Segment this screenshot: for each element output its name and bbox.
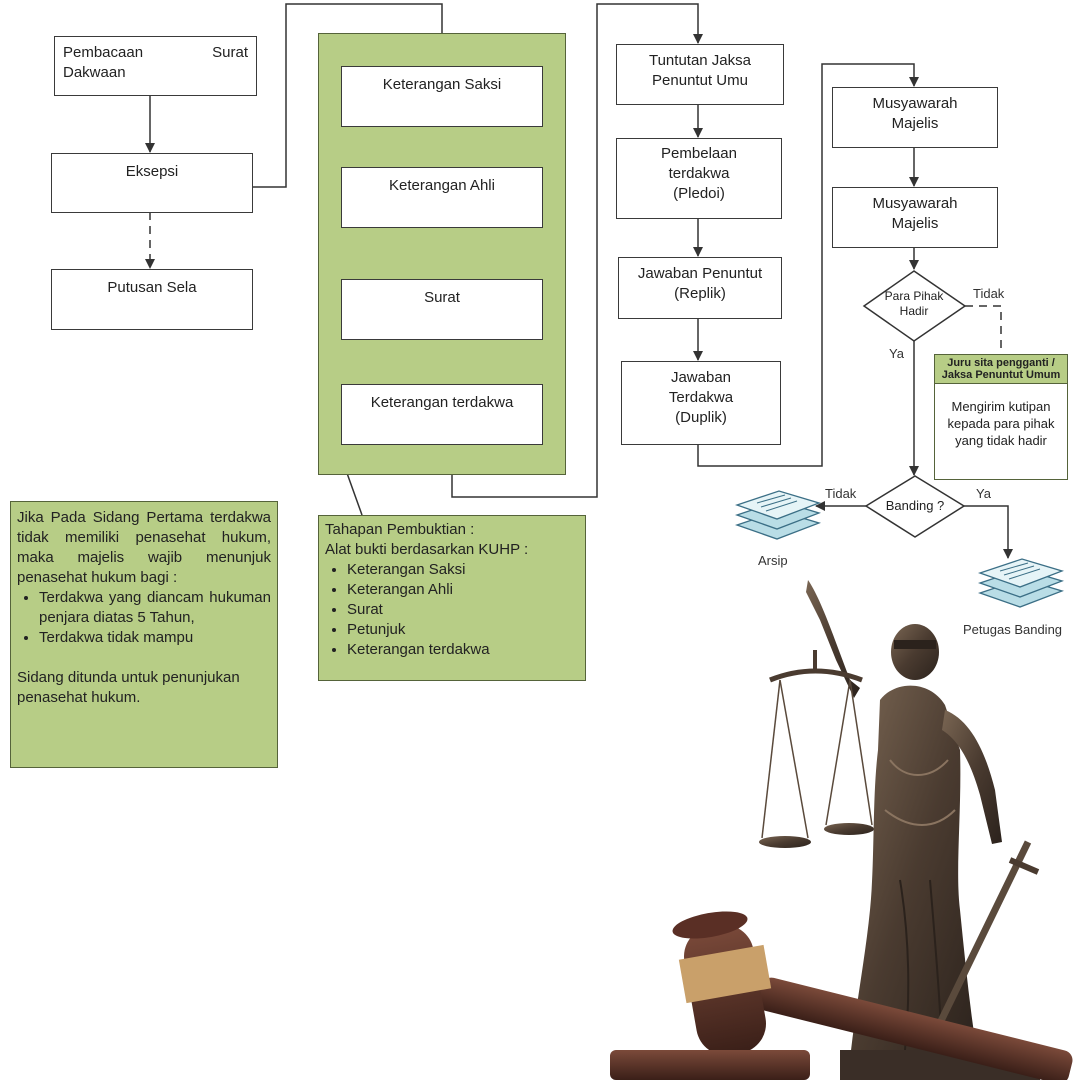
note-tahapan-item: Keterangan Ahli <box>347 580 579 600</box>
note-tahapan-item: Petunjuk <box>347 620 579 640</box>
label-petugas-banding: Petugas Banding <box>963 622 1063 637</box>
node-duplik: Jawaban Terdakwa (Duplik) <box>621 361 781 445</box>
node-pembacaan-word1: Pembacaan <box>63 44 144 61</box>
node-pembacaan-word3: Dakwaan <box>63 64 126 81</box>
node-pembelaan-pledoi: Pembelaan terdakwa (Pledoi) <box>616 138 782 219</box>
node-putusan-sela: Putusan Sela <box>51 269 253 330</box>
node-surat: Surat <box>341 279 543 340</box>
edge-hadir-tidak <box>965 305 1002 352</box>
note-penasehat-hukum: Jika Pada Sidang Pertama terdakwa tidak … <box>10 501 278 768</box>
juru-sita-header: Juru sita pengganti / Jaksa Penuntut Umu… <box>935 355 1067 384</box>
edge-banding-petugas <box>964 505 1013 559</box>
label-arsip: Arsip <box>758 553 788 568</box>
lady-justice-illustration <box>610 580 1073 1080</box>
node-keterangan-saksi: Keterangan Saksi <box>341 66 543 127</box>
node-juru-sita: Juru sita pengganti / Jaksa Penuntut Umu… <box>934 354 1068 480</box>
petugas-banding-document-icon <box>977 558 1065 608</box>
node-musyawarah-majelis-2: Musyawarah Majelis <box>832 187 998 248</box>
juru-sita-body: Mengirim kutipan kepada para pihak yang … <box>947 399 1055 448</box>
node-eksepsi: Eksepsi <box>51 153 253 213</box>
decision-banding-shape <box>864 475 966 538</box>
node-keterangan-terdakwa: Keterangan terdakwa <box>341 384 543 445</box>
edge-duplik-musyawarah <box>697 63 919 467</box>
note-tahapan-item: Keterangan terdakwa <box>347 640 579 660</box>
node-replik: Jawaban Penuntut (Replik) <box>618 257 782 319</box>
decision-para-pihak-hadir-shape <box>862 270 967 342</box>
note-tahapan-list: Keterangan Saksi Keterangan Ahli Surat P… <box>325 560 579 660</box>
node-keterangan-ahli: Keterangan Ahli <box>341 167 543 228</box>
note-tahapan-line1: Tahapan Pembuktian : <box>325 521 475 538</box>
note-tahapan-item: Keterangan Saksi <box>347 560 579 580</box>
edge-eksepsi-saksi <box>252 3 447 188</box>
label-hadir-tidak: Tidak <box>973 286 1005 301</box>
note-penasehat-item-2: Terdakwa tidak mampu <box>39 628 271 648</box>
node-pembacaan-word2: Surat <box>212 44 248 61</box>
note-penasehat-closing: Sidang ditunda untuk penunjukan penaseha… <box>17 669 240 706</box>
node-tuntutan: Tuntutan Jaksa Penuntut Umu <box>616 44 784 105</box>
decision-banding-label: Banding ? <box>885 498 945 513</box>
label-banding-ya: Ya <box>976 486 991 501</box>
node-musyawarah-majelis-1: Musyawarah Majelis <box>832 87 998 148</box>
note-tahapan-pembuktian: Tahapan Pembuktian : Alat bukti berdasar… <box>318 515 586 681</box>
note-tahapan-line2: Alat bukti berdasarkan KUHP : <box>325 541 529 558</box>
note-tahapan-item: Surat <box>347 600 579 620</box>
label-banding-tidak: Tidak <box>825 486 857 501</box>
label-hadir-ya: Ya <box>889 346 904 361</box>
node-pembacaan-surat-dakwaan: Pembacaan Surat Dakwaan <box>54 36 257 96</box>
note-penasehat-list: Terdakwa yang diancam hukuman penjara di… <box>17 588 271 648</box>
note-penasehat-item-1: Terdakwa yang diancam hukuman penjara di… <box>39 588 271 628</box>
decision-para-pihak-hadir-label: Para Pihak Hadir <box>884 289 944 318</box>
arsip-document-icon <box>734 490 822 540</box>
edge-pembuktian-tuntutan <box>451 3 703 498</box>
note-penasehat-intro: Jika Pada Sidang Pertama terdakwa tidak … <box>17 509 271 586</box>
